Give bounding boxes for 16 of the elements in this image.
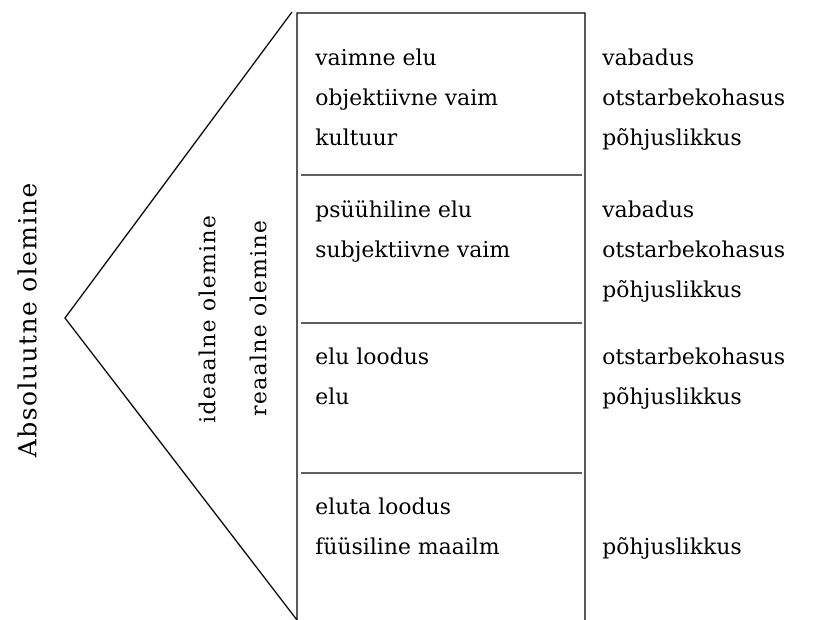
row-text: vabadus	[602, 48, 693, 66]
vertical-label: ideaalne olemine	[198, 216, 216, 422]
table-cell: psüühiline elu subjektiivne vaim	[316, 200, 510, 262]
row-text: otstarbekohasus	[603, 240, 784, 258]
row-text: otstarbekohasus	[603, 88, 784, 106]
row-text: vabadus	[602, 200, 693, 218]
row-text: põhjuslikkus	[602, 536, 741, 559]
vertical-label: reaalne olemine	[250, 221, 266, 416]
row-text: otstarbekohasus	[603, 347, 784, 364]
row-text: põhjuslikkus	[602, 280, 741, 302]
vertical-label: Absoluutne olemine	[17, 184, 37, 458]
row-text: põhjuslikkus	[602, 386, 741, 409]
row-text: põhjuslikkus	[602, 128, 741, 150]
table-cell: elu loodus elu	[316, 347, 428, 404]
table-cell: vaimne elu objektiivne vaim kultuur	[315, 48, 498, 146]
table-cell: eluta loodus füüsiline maailm	[316, 497, 499, 554]
